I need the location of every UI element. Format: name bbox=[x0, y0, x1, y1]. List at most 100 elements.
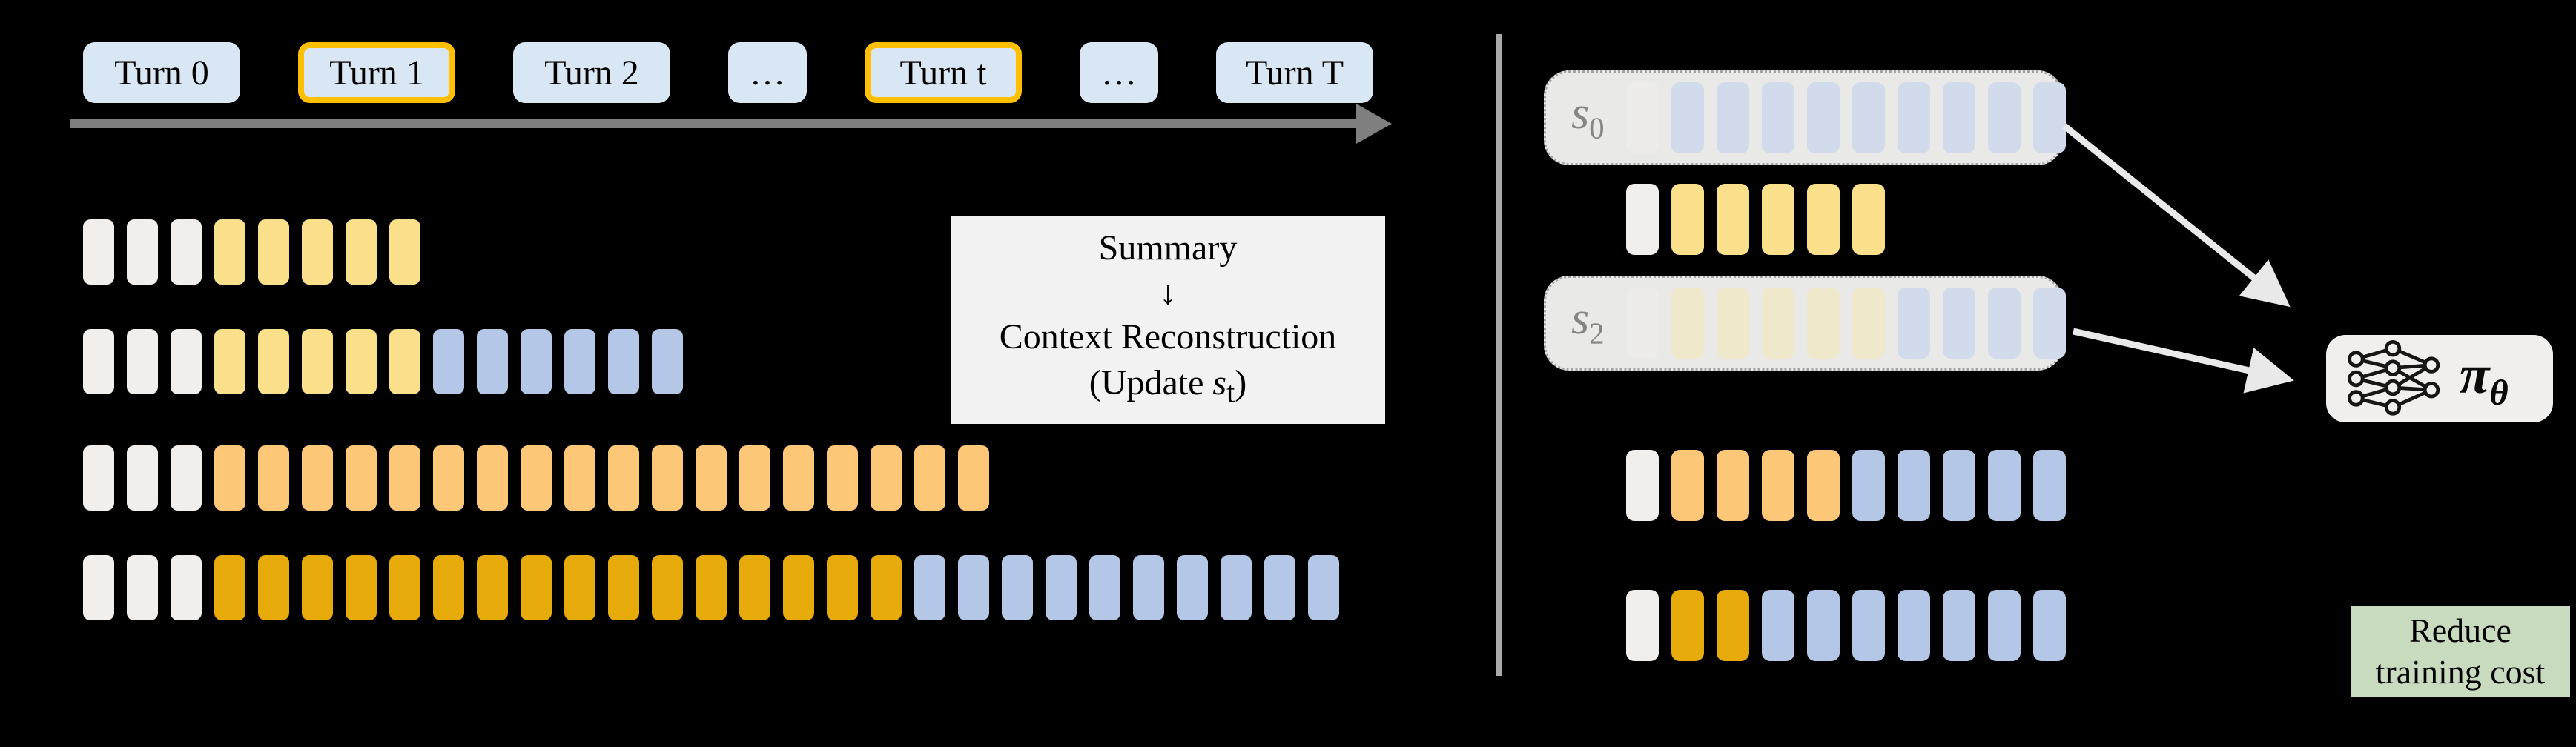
token-fadedWhite bbox=[1626, 82, 1659, 153]
theta-subscript: θ bbox=[2489, 371, 2509, 413]
token-white bbox=[1626, 184, 1659, 255]
pi-symbol: π bbox=[2460, 345, 2490, 406]
token-blue bbox=[1988, 450, 2021, 521]
token-blue bbox=[1046, 555, 1077, 620]
token-blue bbox=[652, 329, 683, 394]
token-blue bbox=[1943, 450, 1975, 521]
token-yellow bbox=[1671, 184, 1704, 255]
token-yellow bbox=[1807, 184, 1840, 255]
token-yellow bbox=[389, 329, 420, 394]
policy-box: πθ bbox=[2326, 335, 2553, 422]
token-blue bbox=[914, 555, 945, 620]
note-line2: training cost bbox=[2375, 653, 2546, 691]
s2-sub: 2 bbox=[1589, 316, 1605, 351]
token-blue bbox=[1988, 590, 2021, 661]
token-orange bbox=[433, 445, 464, 511]
token-white bbox=[83, 329, 114, 394]
s0-base: s bbox=[1571, 88, 1590, 139]
reconstructed-row-s0 bbox=[1626, 184, 1885, 255]
token-gold bbox=[1671, 590, 1704, 661]
timeline-arrow-line bbox=[70, 119, 1358, 128]
policy-label: πθ bbox=[2460, 344, 2509, 414]
token-blue bbox=[1221, 555, 1252, 620]
token-blue bbox=[1308, 555, 1339, 620]
token-gold bbox=[477, 555, 508, 620]
token-white bbox=[127, 329, 158, 394]
summary-title: Summary bbox=[1098, 228, 1238, 268]
token-orange bbox=[477, 445, 508, 511]
token-blue bbox=[1807, 590, 1840, 661]
token-gold bbox=[652, 555, 683, 620]
token-yellow bbox=[302, 219, 333, 285]
summary-update-line: (Update st) bbox=[1089, 360, 1246, 416]
update-var: s bbox=[1212, 362, 1227, 402]
token-blue bbox=[1089, 555, 1120, 620]
token-white bbox=[127, 445, 158, 511]
token-white bbox=[171, 445, 202, 511]
token-fadedBlue bbox=[1898, 82, 1930, 153]
token-orange bbox=[871, 445, 902, 511]
turn-box-5: … bbox=[1080, 42, 1158, 103]
arrow-s0-to-policy bbox=[2062, 123, 2291, 308]
token-orange bbox=[346, 445, 377, 511]
down-arrow-icon: ↓ bbox=[1159, 273, 1177, 311]
token-fadedBlue bbox=[1807, 82, 1840, 153]
token-yellow bbox=[214, 219, 245, 285]
token-orange bbox=[958, 445, 989, 511]
token-gold bbox=[608, 555, 639, 620]
timeline-arrowhead-icon bbox=[1356, 104, 1392, 144]
s2-base: s bbox=[1571, 293, 1590, 345]
token-yellow bbox=[1717, 184, 1749, 255]
token-blue bbox=[477, 329, 508, 394]
context-row-turnT bbox=[83, 555, 1339, 620]
token-blue bbox=[433, 329, 464, 394]
token-orange bbox=[389, 445, 420, 511]
token-orange bbox=[214, 445, 245, 511]
token-fadedBlue bbox=[1762, 82, 1794, 153]
token-fadedYellow bbox=[1717, 288, 1749, 359]
token-blue bbox=[1133, 555, 1164, 620]
token-gold bbox=[696, 555, 727, 620]
token-fadedBlue bbox=[1717, 82, 1749, 153]
context-row-turn1 bbox=[83, 329, 683, 394]
token-blue bbox=[2033, 590, 2066, 661]
token-blue bbox=[564, 329, 595, 394]
s0-sub: 0 bbox=[1589, 111, 1605, 145]
token-orange bbox=[1717, 450, 1749, 521]
token-orange bbox=[914, 445, 945, 511]
token-gold bbox=[521, 555, 552, 620]
token-gold bbox=[564, 555, 595, 620]
note-line1: Reduce bbox=[2409, 611, 2511, 649]
token-yellow bbox=[346, 219, 377, 285]
token-white bbox=[83, 445, 114, 511]
token-blue bbox=[1264, 555, 1295, 620]
token-gold bbox=[346, 555, 377, 620]
token-blue bbox=[1002, 555, 1033, 620]
token-white bbox=[83, 555, 114, 620]
token-blue bbox=[1852, 590, 1885, 661]
token-orange bbox=[827, 445, 858, 511]
token-gold bbox=[302, 555, 333, 620]
token-white bbox=[1626, 450, 1659, 521]
token-gold bbox=[739, 555, 770, 620]
token-fadedBlue bbox=[1852, 82, 1885, 153]
token-fadedBlue bbox=[2033, 82, 2066, 153]
token-white bbox=[171, 329, 202, 394]
reconstructed-row-a bbox=[1626, 450, 2066, 521]
token-white bbox=[127, 555, 158, 620]
state-s0-tokens bbox=[1626, 82, 2066, 153]
token-white bbox=[171, 555, 202, 620]
token-fadedWhite bbox=[1626, 288, 1659, 359]
token-orange bbox=[652, 445, 683, 511]
token-fadedYellow bbox=[1671, 288, 1704, 359]
arrow-s2-to-policy bbox=[2073, 328, 2294, 394]
token-fadedBlue bbox=[1943, 82, 1975, 153]
token-yellow bbox=[1852, 184, 1885, 255]
token-yellow bbox=[214, 329, 245, 394]
token-gold bbox=[389, 555, 420, 620]
token-orange bbox=[608, 445, 639, 511]
reconstructed-row-b bbox=[1626, 590, 2066, 661]
token-gold bbox=[871, 555, 902, 620]
token-orange bbox=[521, 445, 552, 511]
